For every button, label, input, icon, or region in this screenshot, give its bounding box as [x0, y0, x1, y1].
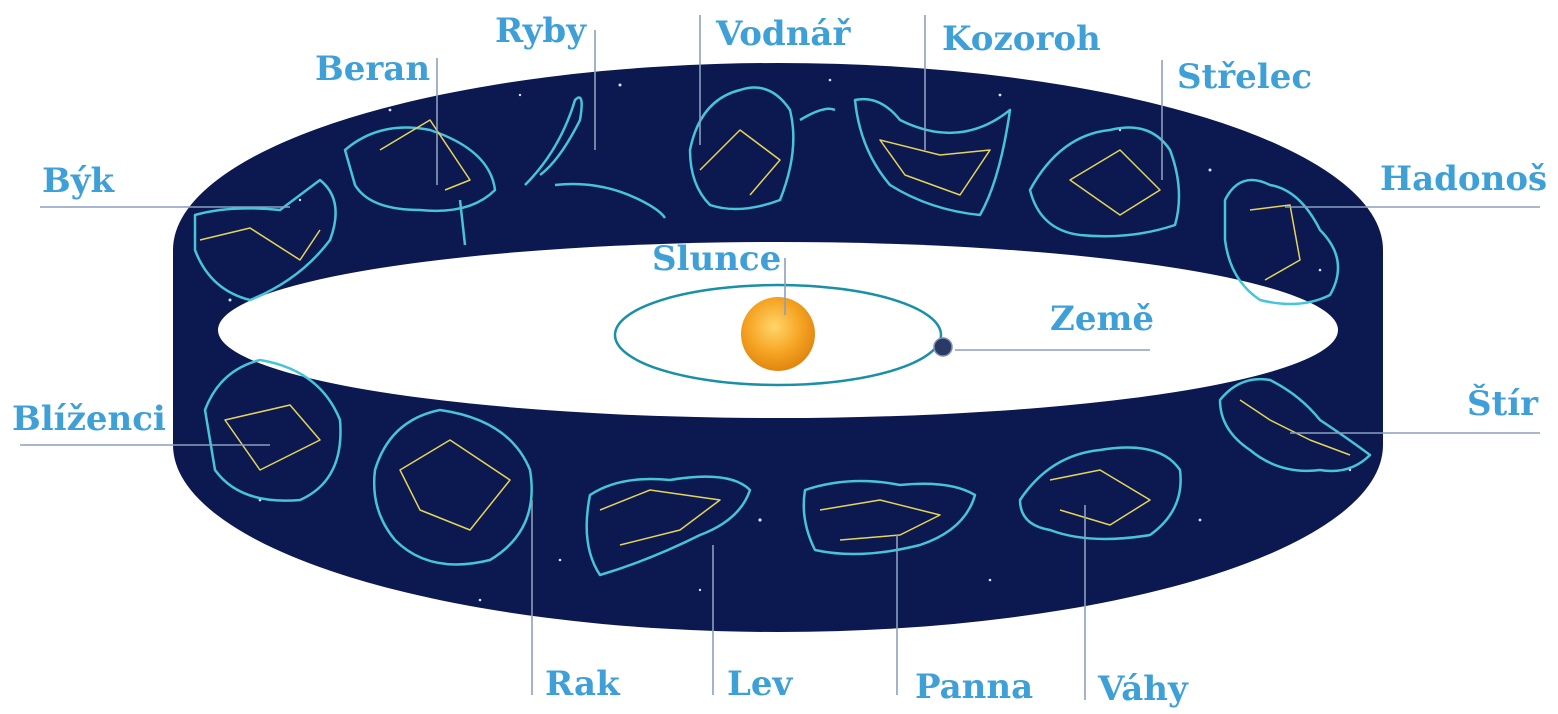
earth-orbit [613, 283, 943, 387]
constellation-kozoroh [853, 97, 1012, 217]
constellation-strelec [1028, 126, 1181, 238]
label-vodnar: Vodnář [715, 14, 851, 54]
constellation-panna [802, 479, 977, 556]
sun [741, 297, 815, 371]
constellation-vahy [1018, 446, 1182, 541]
label-zeme: Země [1050, 299, 1154, 339]
label-panna: Panna [915, 667, 1033, 707]
constellation-rak [373, 408, 533, 566]
label-lev: Lev [727, 664, 794, 704]
constellation-stir [1218, 377, 1372, 473]
constellation-hadonos [1223, 178, 1340, 306]
constellation-byk [193, 178, 337, 302]
label-beran: Beran [315, 49, 430, 89]
label-strelec: Střelec [1177, 57, 1312, 97]
label-slunce: Slunce [652, 239, 781, 279]
constellation-lev [585, 475, 752, 577]
band-stars [228, 78, 1352, 602]
constellation-ryby [524, 96, 667, 219]
constellation-vodnar [688, 86, 836, 211]
labels: Býk Beran Ryby Vodnář Kozoroh Střelec Ha… [12, 11, 1547, 709]
leader-lines [20, 15, 1540, 700]
label-rak: Rak [545, 664, 621, 704]
constellation-beran [343, 119, 497, 246]
constellation-blizenci [203, 358, 342, 502]
label-stir: Štír [1467, 383, 1539, 424]
earth [933, 337, 953, 357]
label-blizenci: Blíženci [12, 399, 166, 439]
label-kozoroh: Kozoroh [942, 19, 1101, 59]
label-vahy: Váhy [1097, 669, 1189, 709]
label-byk: Býk [42, 161, 115, 201]
label-hadonos: Hadonoš [1380, 159, 1547, 199]
label-ryby: Ryby [495, 11, 587, 51]
constellation-figures [193, 86, 1372, 577]
